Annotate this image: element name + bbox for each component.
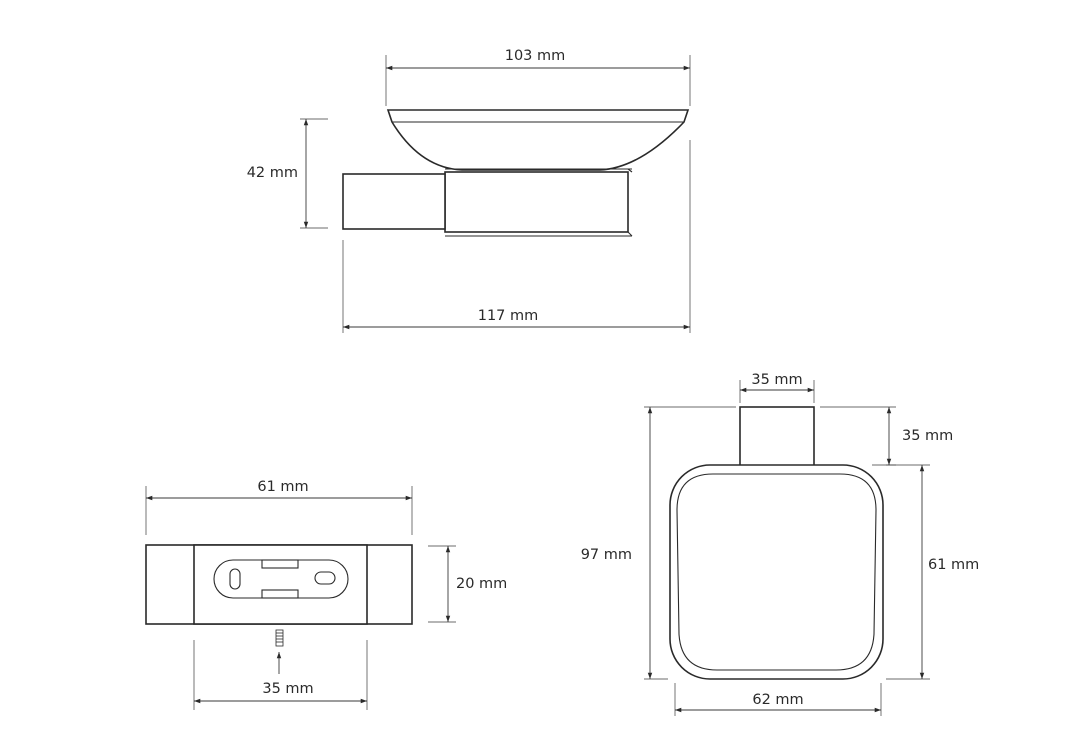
tab-bottom bbox=[261, 589, 299, 599]
bottom-view: 61 mm 20 mm 35 mm bbox=[145, 479, 507, 710]
dish-inner-rim bbox=[676, 473, 877, 671]
dish-outer-rim bbox=[669, 464, 884, 680]
keyhole-right bbox=[314, 571, 336, 585]
dim-label-plate-width: 35 mm bbox=[751, 372, 802, 388]
bottom-mount-plate bbox=[193, 544, 368, 625]
top-view: 35 mm 35 mm 97 mm 61 mm 62 mm bbox=[581, 372, 979, 716]
dim-label-total-depth: 117 mm bbox=[478, 308, 539, 324]
dim-label-plate-depth: 35 mm bbox=[902, 428, 953, 444]
keyhole-left bbox=[229, 568, 241, 590]
dim-label-bowl-width: 103 mm bbox=[505, 48, 566, 64]
dish-bowl bbox=[386, 109, 690, 171]
dim-label-mount-width: 35 mm bbox=[262, 681, 313, 697]
tab-top bbox=[261, 559, 299, 569]
dim-label-bottom-width: 61 mm bbox=[257, 479, 308, 495]
holder-bracket bbox=[444, 171, 629, 233]
dim-label-dish-width: 62 mm bbox=[752, 692, 803, 708]
dim-label-bottom-height: 20 mm bbox=[456, 576, 507, 592]
dim-label-dish-depth: 61 mm bbox=[928, 557, 979, 573]
dim-label-top-total-depth: 97 mm bbox=[581, 547, 632, 563]
top-wall-plate bbox=[739, 406, 815, 468]
set-screw-icon bbox=[275, 629, 284, 647]
wall-plate bbox=[342, 173, 446, 230]
dim-label-height: 42 mm bbox=[247, 165, 298, 181]
side-view: 103 mm 42 mm 117 mm bbox=[247, 48, 691, 333]
